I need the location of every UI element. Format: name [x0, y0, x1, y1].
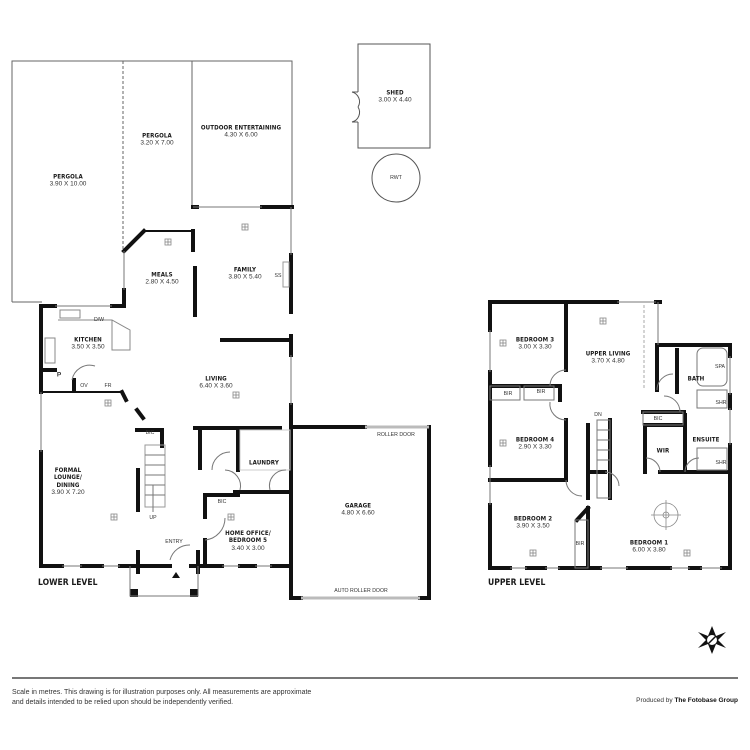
room-dims: 3.90 X 3.50 [516, 523, 550, 530]
room-name: OUTDOOR ENTERTAINING [200, 123, 282, 132]
stairs-down-label: DN [594, 412, 602, 418]
room-name: BEDROOM 4 [515, 435, 555, 444]
room-formal-lounge-dining: FORMAL LOUNGE/ DINING 3.90 X 7.20 [38, 466, 98, 497]
room-shed: SHED 3.00 X 4.40 [378, 88, 412, 105]
compass-north-icon [698, 626, 726, 654]
room-kitchen: KITCHEN 3.50 X 3.50 [71, 335, 105, 352]
rainwater-tank [371, 153, 421, 203]
room-dims: 3.00 X 4.40 [378, 97, 412, 104]
room-dims: 2.90 X 3.30 [518, 444, 552, 451]
disclaimer-text: Scale in metres. This drawing is for ill… [12, 689, 312, 706]
room-bedroom-1: BEDROOM 1 6.00 X 3.80 [626, 538, 671, 555]
room-name: BATH [687, 374, 705, 383]
outdoor-areas [11, 60, 293, 303]
room-name: UPPER LIVING [585, 349, 631, 358]
room-laundry: LAUNDRY [246, 458, 281, 467]
room-garage: GARAGE 4.80 X 6.60 [341, 501, 375, 518]
bir-label: BIR [503, 391, 513, 397]
room-meals: MEALS 2.80 X 4.50 [145, 270, 179, 287]
bic-label: BIC [653, 416, 663, 422]
room-upper-living: UPPER LIVING 3.70 X 4.80 [582, 349, 635, 366]
room-wir: WIR [656, 446, 671, 455]
room-dims: 6.00 X 3.80 [632, 547, 666, 554]
bic-label: BIC [145, 430, 155, 436]
ceiling-fan-icon [651, 500, 681, 530]
light-fixture-icons-upper [499, 317, 691, 557]
room-bath: BATH [686, 374, 706, 383]
producer-credit: Produced by The Fotobase Group [636, 697, 738, 704]
entry-label: ENTRY [165, 539, 183, 545]
room-name: PERGOLA [142, 131, 172, 140]
room-name: WIR [656, 446, 670, 455]
fridge-label: FR [104, 383, 112, 389]
room-bedroom-2: BEDROOM 2 3.90 X 3.50 [510, 514, 555, 531]
producer-prefix: Produced by [636, 697, 675, 704]
dishwasher-label: D/W [93, 317, 105, 323]
room-name: ENSUITE [692, 435, 720, 444]
room-pergola-large: PERGOLA 3.90 X 10.00 [49, 172, 87, 189]
shed [351, 43, 431, 149]
producer-name: The Fotobase Group [674, 697, 738, 704]
room-name: BEDROOM 1 [629, 538, 669, 547]
shower-label: SHR [715, 460, 727, 466]
room-dims: 4.80 X 6.60 [341, 510, 375, 517]
room-name: BEDROOM 3 [515, 335, 555, 344]
room-name: SHED [386, 88, 404, 97]
room-name: KITCHEN [74, 335, 102, 344]
upper-level-label: UPPER LEVEL [488, 578, 546, 588]
room-dims: 6.40 X 3.60 [199, 383, 233, 390]
room-ensuite: ENSUITE [690, 435, 722, 444]
room-bedroom-3: BEDROOM 3 3.00 X 3.30 [512, 335, 557, 352]
room-dims: 3.50 X 3.50 [71, 344, 105, 351]
room-name: PERGOLA [53, 172, 83, 181]
footer-divider [12, 677, 738, 679]
oven-label: OV [80, 383, 88, 389]
room-dims: 3.00 X 3.30 [518, 344, 552, 351]
room-dims: 4.30 X 6.00 [224, 132, 258, 139]
room-dims: 2.80 X 4.50 [145, 279, 179, 286]
room-living: LIVING 6.40 X 3.60 [199, 374, 233, 391]
room-name: LAUNDRY [249, 458, 279, 467]
upper-windows [489, 301, 731, 569]
room-family: FAMILY 3.80 X 5.40 [228, 265, 262, 282]
lower-walls [39, 205, 431, 600]
room-dims: 3.70 X 4.80 [591, 358, 625, 365]
stairs-up-label: UP [149, 515, 157, 521]
light-fixture-icons [104, 223, 249, 521]
room-dims: 3.20 X 7.00 [140, 140, 174, 147]
bir-label: BIR [575, 541, 585, 547]
room-name: MEALS [151, 270, 173, 279]
auto-roller-door-label: AUTO ROLLER DOOR [334, 588, 388, 594]
room-dims: 3.40 X 3.00 [231, 544, 265, 552]
room-name: GARAGE [344, 501, 372, 510]
room-pergola-small: PERGOLA 3.20 X 7.00 [140, 131, 175, 148]
pantry-label: P [56, 371, 62, 379]
room-home-office: HOME OFFICE/ BEDROOM 5 3.40 X 3.00 [221, 528, 276, 552]
lower-windows [40, 206, 429, 600]
spa-label: SPA [715, 364, 725, 370]
room-bedroom-4: BEDROOM 4 2.90 X 3.30 [512, 435, 557, 452]
room-dims: 3.90 X 7.20 [51, 489, 85, 497]
room-name: BEDROOM 2 [513, 514, 553, 523]
lower-level-label: LOWER LEVEL [38, 578, 98, 588]
room-name: LIVING [205, 374, 227, 383]
entry-arrow-icon [172, 572, 180, 578]
room-dims: 3.90 X 10.00 [49, 181, 87, 188]
room-name: HOME OFFICE/ BEDROOM 5 [225, 528, 271, 545]
room-dims: 3.80 X 5.40 [228, 274, 262, 281]
room-name: FORMAL LOUNGE/ DINING [53, 466, 83, 489]
ss-label: SS [274, 273, 282, 279]
rwt-label: RWT [390, 175, 402, 181]
room-outdoor-entertaining: OUTDOOR ENTERTAINING 4.30 X 6.00 [194, 123, 288, 140]
shower-label: SHR [715, 400, 727, 406]
room-name: FAMILY [233, 265, 257, 274]
bir-label: BIR [536, 389, 546, 395]
bic-label: BIC [217, 499, 227, 505]
roller-door-label: ROLLER DOOR [377, 432, 415, 438]
